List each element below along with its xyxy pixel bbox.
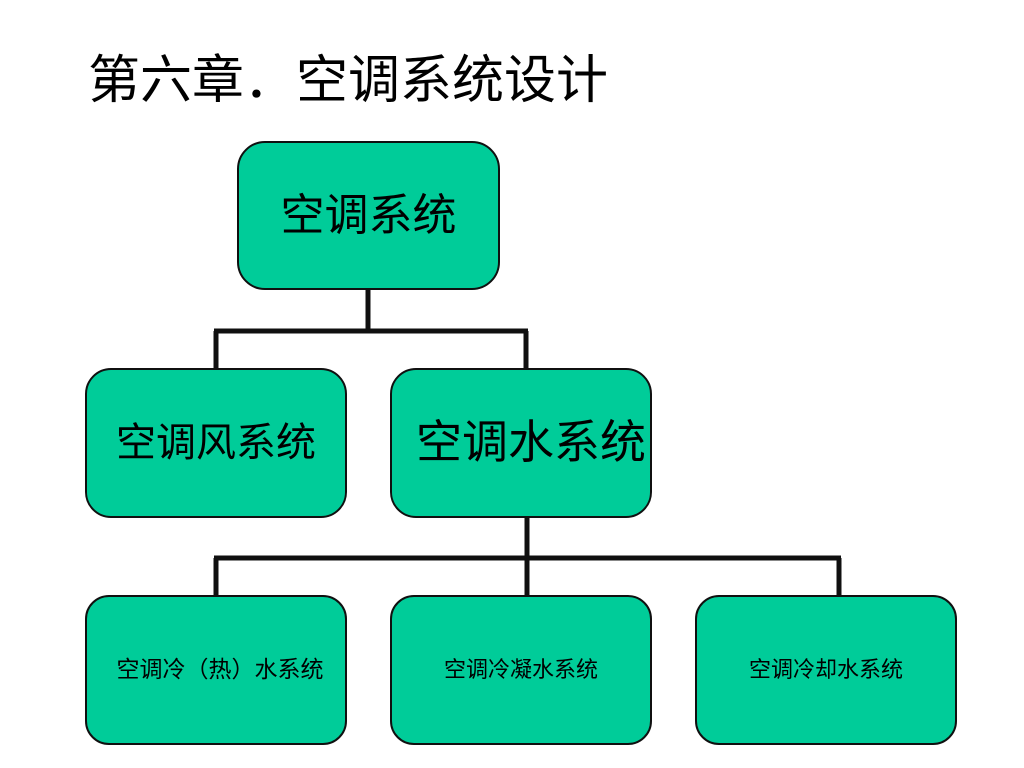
node-cooling-water-system[interactable]: 空调冷却水系统 [695,595,957,745]
node-condensate-water-system[interactable]: 空调冷凝水系统 [390,595,652,745]
node-water-side-system[interactable]: 空调水系统 [390,368,652,518]
node-air-side-system[interactable]: 空调风系统 [85,368,347,518]
node-label: 空调系统 [280,190,457,240]
node-label: 空调水系统 [416,417,646,468]
node-label: 空调冷（热）水系统 [116,657,324,682]
page-title: 第六章．空调系统设计 [88,52,609,110]
node-air-conditioning-system[interactable]: 空调系统 [237,141,500,290]
node-chilled-hot-water-system[interactable]: 空调冷（热）水系统 [85,595,347,745]
node-label: 空调风系统 [116,420,316,465]
node-label: 空调冷却水系统 [748,657,903,682]
node-label: 空调冷凝水系统 [443,657,598,682]
